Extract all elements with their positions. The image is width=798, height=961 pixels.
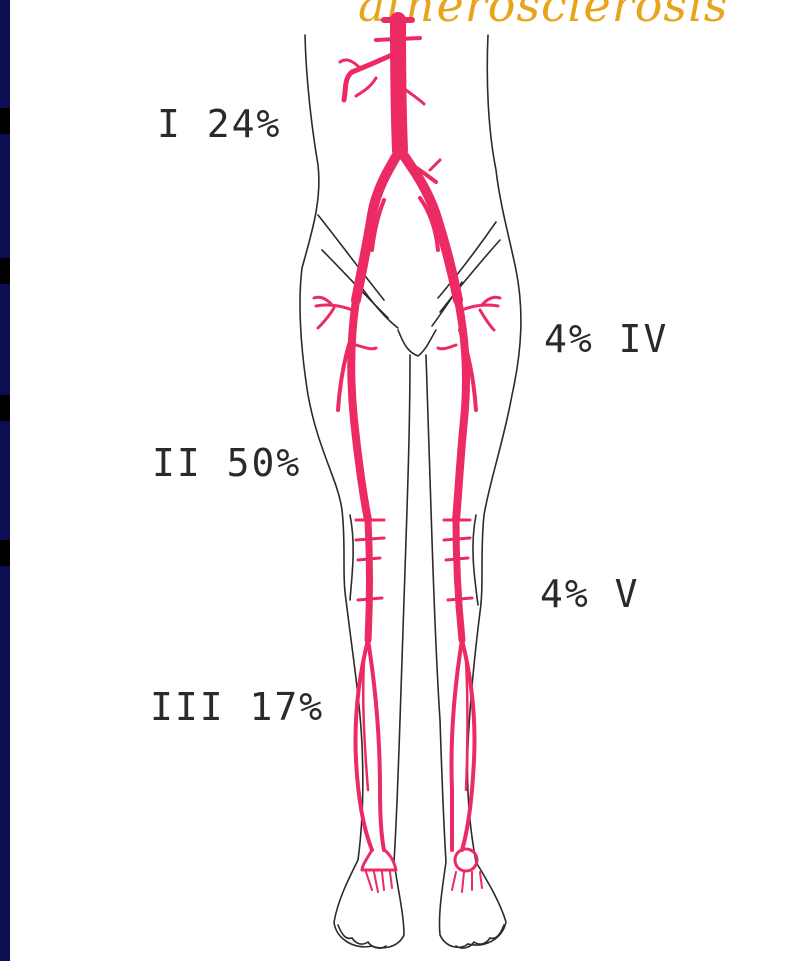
region-3-label: III 17% bbox=[150, 685, 324, 729]
region-1-label: I 24% bbox=[157, 102, 281, 146]
right-leg-outer-contour bbox=[467, 35, 520, 945]
right-iliac-artery bbox=[400, 150, 458, 300]
region-4-label: 4% IV bbox=[544, 317, 668, 361]
region-5-label: 4% V bbox=[540, 572, 640, 616]
crotch-contour bbox=[398, 330, 436, 356]
region-2-label: II 50% bbox=[152, 441, 301, 485]
artery-tree bbox=[314, 20, 500, 892]
